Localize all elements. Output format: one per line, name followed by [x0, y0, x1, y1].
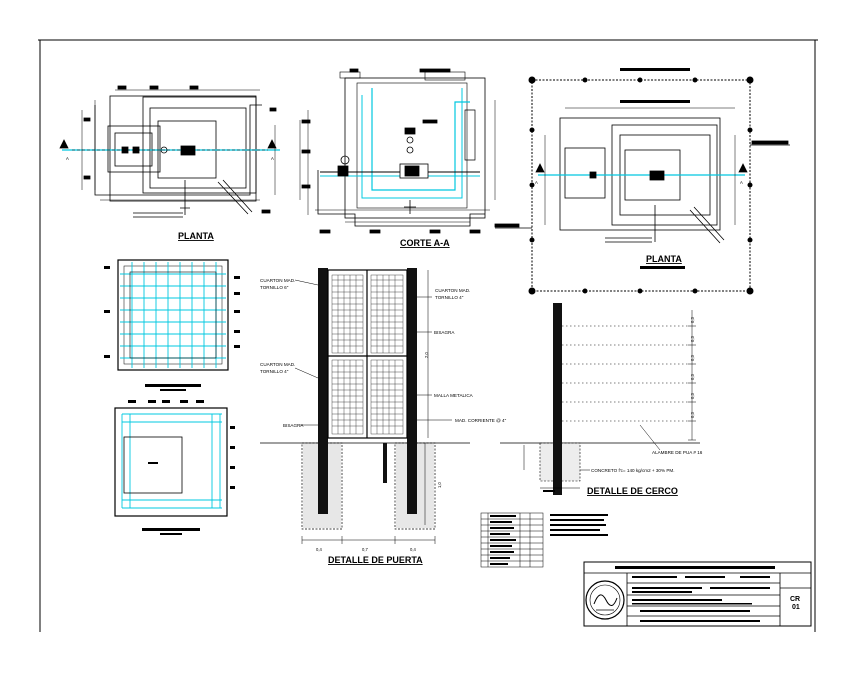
notes-block — [550, 514, 608, 536]
materials-table — [480, 512, 544, 568]
door-detail-view — [260, 268, 470, 544]
fence-label-concreto: CONCRETO f'c= 140 kg/cm2 + 30% PM. — [591, 468, 675, 473]
door-label-bisagra-right: BISAGRA — [434, 330, 455, 335]
corte-title: CORTE A-A — [400, 238, 450, 248]
section-marker-right-b: A — [740, 180, 743, 185]
fence-dim-5: 0,3 — [690, 393, 695, 399]
fence-label-alambre: ALAMBRE DE PUA # 16 — [652, 450, 703, 455]
door-dim-height: 2,0 — [424, 352, 429, 358]
planta-right-view — [494, 68, 790, 292]
planta-left-view — [59, 85, 280, 218]
door-label-cuarton-top-left-1: CUARTON MAD. — [260, 278, 295, 283]
door-label-bisagra-left: BISAGRA — [283, 423, 304, 428]
fence-posts — [528, 76, 754, 295]
door-label-cuarton-top-right-1: CUARTON MAD. — [435, 288, 470, 293]
section-marker-right-a: A — [535, 180, 538, 185]
corte-view — [299, 68, 496, 234]
door-dim-footing: 1,0 — [437, 482, 442, 488]
door-label-malla: MALLA METALICA — [434, 393, 474, 398]
reinforcement-plan-bottom — [114, 400, 235, 535]
sheet-code-line-1: CR — [790, 596, 800, 603]
fence-dim-4: 0,3 — [690, 374, 695, 380]
section-marker-left-a: A — [66, 156, 69, 161]
fence-detail-title: DETALLE DE CERCO — [587, 486, 678, 496]
wire-mesh — [331, 274, 404, 435]
reinforcement-plan-top — [104, 259, 240, 391]
planta-right-title: PLANTA — [646, 254, 682, 264]
section-marker-left-b: A — [271, 156, 274, 161]
fence-dim-2: 0,3 — [690, 336, 695, 342]
planta-left-title: PLANTA — [178, 231, 214, 241]
fence-dim-6: 0,3 — [690, 412, 695, 418]
door-label-cuarton-top-left-2: TORNILLO 6" — [260, 285, 289, 290]
door-dim-bottom-2: 0,7 — [362, 547, 368, 552]
door-dim-bottom-1: 0,4 — [316, 547, 322, 552]
door-label-cuarton-mid-left-1: CUARTON MAD. — [260, 362, 295, 367]
door-label-cuarton-top-right-2: TORNILLO 4" — [435, 295, 464, 300]
door-detail-title: DETALLE DE PUERTA — [328, 555, 423, 565]
fence-detail-view — [500, 303, 700, 495]
fence-dim-1: 0,3 — [690, 317, 695, 323]
title-block — [583, 561, 812, 627]
sheet-code-line-2: 01 — [792, 604, 800, 611]
fence-dim-3: 0,3 — [690, 355, 695, 361]
door-dim-bottom-3: 0,4 — [410, 547, 416, 552]
door-label-mad-corriente: MAD. CORRIENTE @ 4" — [455, 418, 507, 423]
door-label-cuarton-mid-left-2: TORNILLO 4" — [260, 369, 289, 374]
